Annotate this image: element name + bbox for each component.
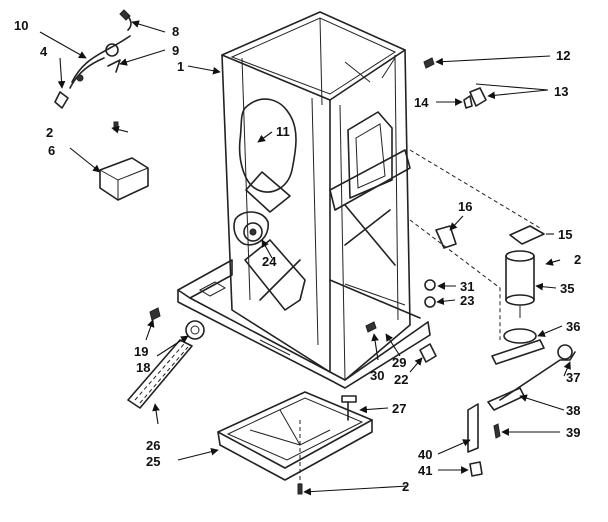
callout-1: 1 (177, 59, 184, 74)
drain-pan (217, 391, 373, 481)
wire-harness (54, 9, 132, 109)
callout-35: 35 (560, 281, 574, 296)
filter-strip (127, 339, 193, 409)
callout-8: 8 (172, 24, 179, 39)
callouts: 1 2 2 2 4 6 8 9 10 11 12 13 14 15 16 18 … (14, 18, 581, 494)
callout-11: 11 (276, 124, 290, 139)
callout-36: 36 (566, 319, 580, 334)
callout-41: 41 (418, 463, 432, 478)
callout-19: 19 (134, 344, 148, 359)
callout-2: 2 (574, 252, 581, 267)
callout-22: 22 (394, 372, 408, 387)
callout-39: 39 (566, 425, 580, 440)
callout-18: 18 (136, 360, 150, 375)
callout-23: 23 (460, 293, 474, 308)
right-side-parts (149, 57, 576, 495)
cabinet-frame (221, 11, 411, 381)
callout-9: 9 (172, 43, 179, 58)
callout-26: 26 (146, 438, 160, 453)
leader-lines (39, 20, 571, 496)
callout-2: 2 (402, 479, 409, 494)
callout-31: 31 (460, 279, 474, 294)
callout-4: 4 (40, 44, 48, 59)
callout-29: 29 (392, 355, 406, 370)
callout-6: 6 (48, 143, 55, 158)
callout-24: 24 (262, 254, 277, 269)
callout-37: 37 (566, 370, 580, 385)
callout-30: 30 (370, 368, 384, 383)
callout-2: 2 (46, 125, 53, 140)
callout-27: 27 (392, 401, 406, 416)
callout-25: 25 (146, 454, 160, 469)
callout-14: 14 (414, 95, 429, 110)
callout-16: 16 (458, 199, 472, 214)
callout-40: 40 (418, 447, 432, 462)
callout-38: 38 (566, 403, 580, 418)
callout-10: 10 (14, 18, 28, 33)
callout-15: 15 (558, 227, 572, 242)
terminal-cover (99, 121, 149, 201)
callout-13: 13 (554, 84, 568, 99)
callout-12: 12 (556, 48, 570, 63)
cabinet-base (177, 259, 431, 389)
